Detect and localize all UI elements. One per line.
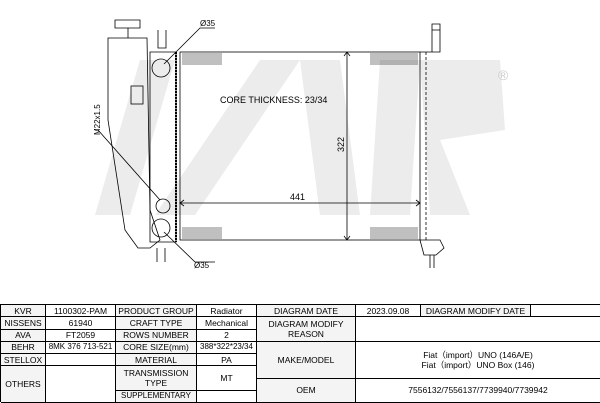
rows-number-label: ROWS NUMBER (116, 330, 197, 342)
ava-value: FT2059 (46, 330, 116, 342)
material-value: PA (197, 354, 257, 366)
modify-reason-label: DIAGRAM MODIFY REASON (257, 317, 356, 342)
dim-height-label: 322 (336, 137, 346, 152)
core-size-label: CORE SIZE(mm) (116, 342, 197, 354)
nissens-label: NISSENS (1, 317, 46, 329)
oem-label: OEM (257, 379, 356, 403)
make-model-1: Fiat（import）UNO (146A/E) (423, 350, 533, 360)
thread-label: M22x1.5 (93, 104, 102, 135)
craft-type-label: CRAFT TYPE (116, 317, 197, 329)
transmission-value: MT (197, 366, 257, 391)
ava-label: AVA (1, 330, 46, 342)
dim-width-label: 441 (290, 192, 305, 202)
diagram-date-label: DIAGRAM DATE (257, 305, 356, 317)
radiator-drawing: ® CORE THICKNESS: 23/34 441 322 Ø35 Ø35 … (0, 0, 600, 300)
transmission-label: TRANSMISSION TYPE (116, 366, 197, 391)
make-model-values: Fiat（import）UNO (146A/E) Fiat（import）UNO… (356, 342, 600, 379)
rows-number-value: 2 (197, 330, 257, 342)
kvr-label: KVR (1, 305, 46, 317)
pipe-bottom-label: Ø35 (194, 261, 210, 270)
diagram-modify-date-value (531, 305, 600, 317)
core-size-value: 388*322*23/34 (197, 342, 257, 354)
oem-value: 7556132/7556137/7739940/7739942 (356, 379, 600, 403)
supplementary-value (197, 391, 257, 403)
product-group-value: Radiator (197, 305, 257, 317)
modify-reason-value (356, 317, 600, 342)
others-label: OTHERS (1, 366, 46, 403)
supplementary-label: SUPPLEMENTARY (116, 391, 197, 403)
core-thickness-label: CORE THICKNESS: 23/34 (220, 95, 327, 105)
stellox-value (46, 354, 116, 366)
bottom-pipe (152, 219, 170, 237)
craft-type-value: Mechanical (197, 317, 257, 329)
kvr-value: 1100302-PAM (46, 305, 116, 317)
pipe-top-label: Ø35 (200, 19, 216, 28)
diagram-date-value: 2023.09.08 (356, 305, 421, 317)
spec-table: KVR 1100302-PAM PRODUCT GROUP Radiator D… (0, 304, 600, 402)
make-model-2: Fiat（import）UNO Box (146) (422, 360, 535, 370)
behr-value: 8MK 376 713-521 (46, 342, 116, 354)
stellox-label: STELLOX (1, 354, 46, 366)
material-label: MATERIAL (116, 354, 197, 366)
nissens-value: 61940 (46, 317, 116, 329)
diagram-modify-date-label: DIAGRAM MODIFY DATE (421, 305, 531, 317)
registered-mark: ® (498, 67, 509, 83)
behr-label: BEHR (1, 342, 46, 354)
others-value (46, 366, 116, 403)
product-group-label: PRODUCT GROUP (116, 305, 197, 317)
make-model-label: MAKE/MODEL (257, 342, 356, 379)
